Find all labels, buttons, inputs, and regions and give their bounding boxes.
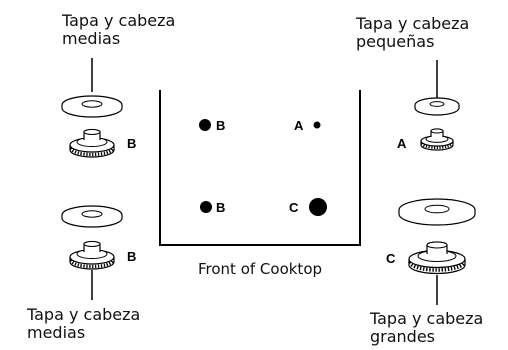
burner-head-icon [420,128,454,151]
burner-letter: B [127,249,136,264]
front-of-cooktop-label: Front of Cooktop [198,260,322,278]
burner-cap-icon [61,205,123,228]
cooktop-position-rear-right: A [294,118,321,133]
burner-letter: A [397,136,407,151]
burner-head-icon [69,128,115,158]
position-letter: B [216,118,225,133]
burner-head-icon [69,240,115,270]
burner-set-bottom-right: C [386,198,476,305]
cooktop-position-front-left: B [200,200,225,215]
burner-head-icon [408,241,466,275]
burner-cap-icon [414,97,460,116]
caption-bottom-right: Tapa y cabeza grandes [370,309,484,346]
burner-dot-large [309,198,327,216]
burner-letter: C [386,251,396,266]
position-letter: A [294,118,304,133]
burner-set-top-right: A [397,60,460,151]
burner-cap-icon [61,95,123,118]
cooktop-position-front-right: C [289,198,327,216]
position-letter: C [289,200,299,215]
cooktop-outline [159,90,361,246]
cooktop-position-rear-left: B [199,118,225,133]
caption-bottom-left: Tapa y cabeza medias [27,305,141,342]
burner-set-top-left: B [61,58,136,158]
burner-cap-icon [398,198,476,226]
burner-dot-small [313,121,321,129]
burner-letter: B [127,136,136,151]
caption-top-left: Tapa y cabeza medias [62,11,176,48]
burner-set-bottom-left: B [61,205,136,300]
burner-dot-medium [200,201,212,213]
position-letter: B [216,200,225,215]
caption-top-right: Tapa y cabeza pequeñas [356,14,470,51]
burner-dot-medium [199,119,211,131]
